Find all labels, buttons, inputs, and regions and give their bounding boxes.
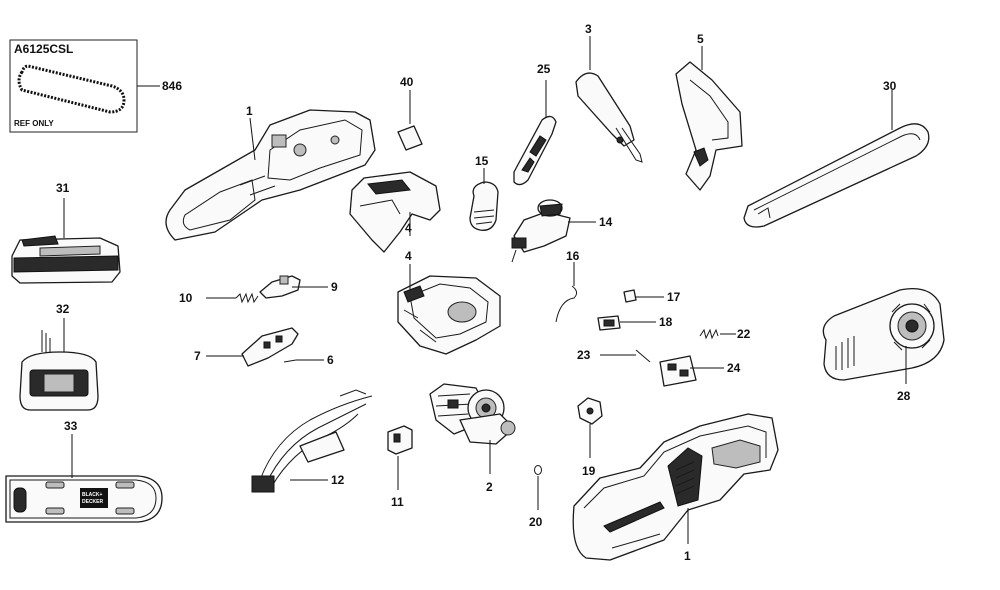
callout-20: 20 xyxy=(529,515,543,529)
part-11-terminal-block xyxy=(387,425,413,455)
part-22-spring xyxy=(699,328,719,340)
kit-box-a6125csl: A6125CSL REF ONLY 846 xyxy=(9,39,182,133)
callout-6: 6 xyxy=(327,353,334,367)
callout-23: 23 xyxy=(577,348,591,362)
saw-chain-loop xyxy=(17,64,126,114)
part-5-hand-guard xyxy=(675,61,743,191)
part-4-upper-shroud xyxy=(349,171,441,253)
callout-846: 846 xyxy=(162,79,182,93)
part-33-blade-cover: BLACK+ DECKER xyxy=(5,475,163,523)
part-15-knob xyxy=(469,181,499,231)
callout-1-bottom: 1 xyxy=(684,549,691,563)
part-28-sprocket-cover xyxy=(822,287,945,381)
part-6-pin xyxy=(283,359,297,363)
callout-18: 18 xyxy=(659,315,673,329)
part-12-wire-harness xyxy=(251,389,373,493)
part-2-motor xyxy=(429,383,516,445)
part-32-charger xyxy=(19,330,99,411)
part-3-front-handle xyxy=(575,72,643,163)
callout-24: 24 xyxy=(727,361,741,375)
part-19-sprocket xyxy=(577,397,603,425)
callout-1-top: 1 xyxy=(246,104,253,118)
callout-40: 40 xyxy=(400,75,414,89)
part-18-connector xyxy=(597,315,621,331)
part-4-lower-housing xyxy=(397,275,501,355)
part-10-spring xyxy=(235,292,259,304)
kit-box-title: A6125CSL xyxy=(14,42,73,56)
part-17-clip xyxy=(623,289,637,303)
part-30-guide-bar xyxy=(743,123,930,228)
callout-25: 25 xyxy=(537,62,551,76)
callout-12: 12 xyxy=(331,473,345,487)
part-1-housing-right xyxy=(572,413,779,561)
callout-32: 32 xyxy=(56,302,70,316)
part-20-washer xyxy=(534,465,542,475)
part-9-switch xyxy=(259,275,301,299)
part-40-label xyxy=(397,125,423,151)
part-14-tensioner xyxy=(511,199,571,263)
callout-17: 17 xyxy=(667,290,681,304)
callout-16: 16 xyxy=(566,249,580,263)
callout-11: 11 xyxy=(391,495,404,509)
callout-3: 3 xyxy=(585,22,592,36)
callout-10: 10 xyxy=(179,291,193,305)
callout-15: 15 xyxy=(475,154,489,168)
callout-7: 7 xyxy=(194,349,201,363)
part-16-wire xyxy=(555,285,578,323)
callout-30: 30 xyxy=(883,79,897,93)
callout-14: 14 xyxy=(599,215,613,229)
black-decker-logo: BLACK+ DECKER xyxy=(80,488,108,508)
callout-4-bottom: 4 xyxy=(405,249,412,263)
svg-text:BLACK+: BLACK+ xyxy=(82,492,102,498)
callout-5: 5 xyxy=(697,32,704,46)
callout-22: 22 xyxy=(737,327,751,341)
part-7-trigger xyxy=(241,327,299,367)
callout-19: 19 xyxy=(582,464,596,478)
part-23-screw xyxy=(635,349,651,363)
callout-31: 31 xyxy=(56,181,70,195)
ref-only-note: REF ONLY xyxy=(14,119,54,128)
callout-33: 33 xyxy=(64,419,78,433)
callout-2: 2 xyxy=(486,480,493,494)
callout-4-top: 4 xyxy=(405,221,412,235)
part-1-housing-left xyxy=(165,109,376,241)
svg-text:DECKER: DECKER xyxy=(82,499,104,505)
part-25-handle-cover xyxy=(513,115,557,186)
callout-28: 28 xyxy=(897,389,911,403)
part-24-circuit-board xyxy=(659,355,697,387)
part-31-battery xyxy=(11,235,121,284)
callout-9: 9 xyxy=(331,280,338,294)
